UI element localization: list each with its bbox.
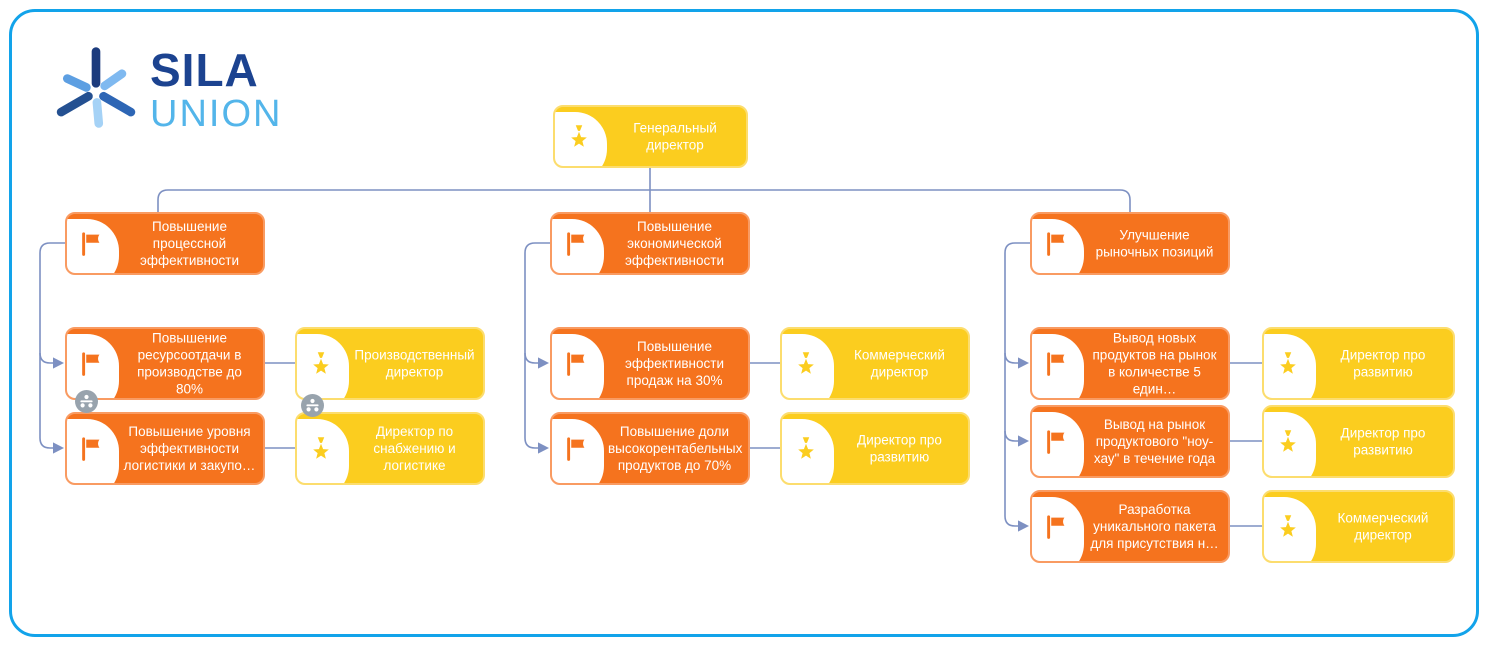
goal-node-process-efficiency[interactable]: Повышение процессной эффективности	[65, 212, 265, 275]
goal-node[interactable]: Повышение эффективности продаж на 30%	[550, 327, 750, 400]
goal-node[interactable]: Вывод новых продуктов на рынок в количес…	[1030, 327, 1230, 400]
flag-icon	[563, 351, 589, 377]
position-label: Директор про развитию	[1340, 425, 1426, 458]
goal-node[interactable]: Повышение уровня эффективности логистики…	[65, 412, 265, 485]
flag-icon	[1043, 429, 1069, 455]
goal-label: Вывод на рынок продуктового "ноу-хау" в …	[1093, 416, 1216, 467]
goal-label: Повышение эффективности продаж на 30%	[624, 338, 724, 389]
logo-subtitle: UNION	[150, 93, 283, 135]
medal-star-icon	[1275, 514, 1301, 540]
node-icon-holder	[1032, 334, 1084, 398]
goal-node[interactable]: Разработка уникального пакета для присут…	[1030, 490, 1230, 563]
node-icon-holder	[552, 334, 604, 398]
logo: SILA UNION	[48, 40, 282, 140]
node-icon-holder	[1032, 412, 1084, 476]
position-label: Генеральный директор	[633, 120, 717, 153]
position-node[interactable]: Коммерческий директор	[780, 327, 970, 400]
flag-icon	[78, 231, 104, 257]
flag-icon	[78, 351, 104, 377]
position-node[interactable]: Директор про развитию	[1262, 405, 1455, 478]
medal-star-icon	[793, 436, 819, 462]
flag-icon	[563, 231, 589, 257]
position-node[interactable]: Директор про развитию	[1262, 327, 1455, 400]
goal-node[interactable]: Повышение доли высокорентабельных продук…	[550, 412, 750, 485]
position-node[interactable]: Производственный директор	[295, 327, 485, 400]
decomposition-badge[interactable]	[301, 394, 324, 417]
goal-label: Повышение доли высокорентабельных продук…	[608, 423, 743, 474]
position-label: Директор по снабжению и логистике	[373, 423, 456, 474]
goal-label: Вывод новых продуктов на рынок в количес…	[1092, 329, 1217, 397]
goal-node[interactable]: Вывод на рынок продуктового "ноу-хау" в …	[1030, 405, 1230, 478]
medal-star-icon	[308, 436, 334, 462]
goal-label: Повышение уровня эффективности логистики…	[123, 423, 256, 474]
node-icon-holder	[552, 419, 604, 483]
position-label: Коммерческий директор	[1337, 510, 1429, 543]
decomposition-badge[interactable]	[75, 390, 98, 413]
node-icon-holder	[1032, 497, 1084, 561]
flag-icon	[1043, 514, 1069, 540]
goal-node-market-position[interactable]: Улучшение рыночных позиций	[1030, 212, 1230, 275]
root-position-node[interactable]: Генеральный директор	[553, 105, 748, 168]
medal-star-icon	[1275, 351, 1301, 377]
node-icon-holder	[67, 334, 119, 398]
goal-label: Повышение ресурсоотдачи в производстве д…	[137, 329, 242, 397]
position-node[interactable]: Директор по снабжению и логистике	[295, 412, 485, 485]
position-node[interactable]: Коммерческий директор	[1262, 490, 1455, 563]
flag-icon	[563, 436, 589, 462]
flag-icon	[78, 436, 104, 462]
position-label: Директор про развитию	[1340, 347, 1426, 380]
flag-icon	[1043, 231, 1069, 257]
goal-node[interactable]: Повышение ресурсоотдачи в производстве д…	[65, 327, 265, 400]
goal-label: Улучшение рыночных позиций	[1095, 227, 1214, 260]
position-label: Производственный директор	[354, 347, 475, 380]
logo-title: SILA	[150, 44, 259, 96]
position-label: Директор про развитию	[857, 432, 942, 465]
position-label: Коммерческий директор	[854, 347, 945, 380]
sila-union-logo-icon	[56, 47, 136, 128]
medal-star-icon	[793, 351, 819, 377]
position-node[interactable]: Директор про развитию	[780, 412, 970, 485]
goal-label: Повышение процессной эффективности	[139, 218, 239, 269]
goal-label: Разработка уникального пакета для присут…	[1090, 501, 1219, 552]
node-icon-holder	[67, 419, 119, 483]
flag-icon	[1043, 351, 1069, 377]
medal-star-icon	[1275, 429, 1301, 455]
canvas-frame	[9, 9, 1479, 637]
medal-star-icon	[566, 124, 592, 150]
goal-label: Повышение экономической эффективности	[624, 218, 724, 269]
goal-node-economic-efficiency[interactable]: Повышение экономической эффективности	[550, 212, 750, 275]
medal-star-icon	[308, 351, 334, 377]
